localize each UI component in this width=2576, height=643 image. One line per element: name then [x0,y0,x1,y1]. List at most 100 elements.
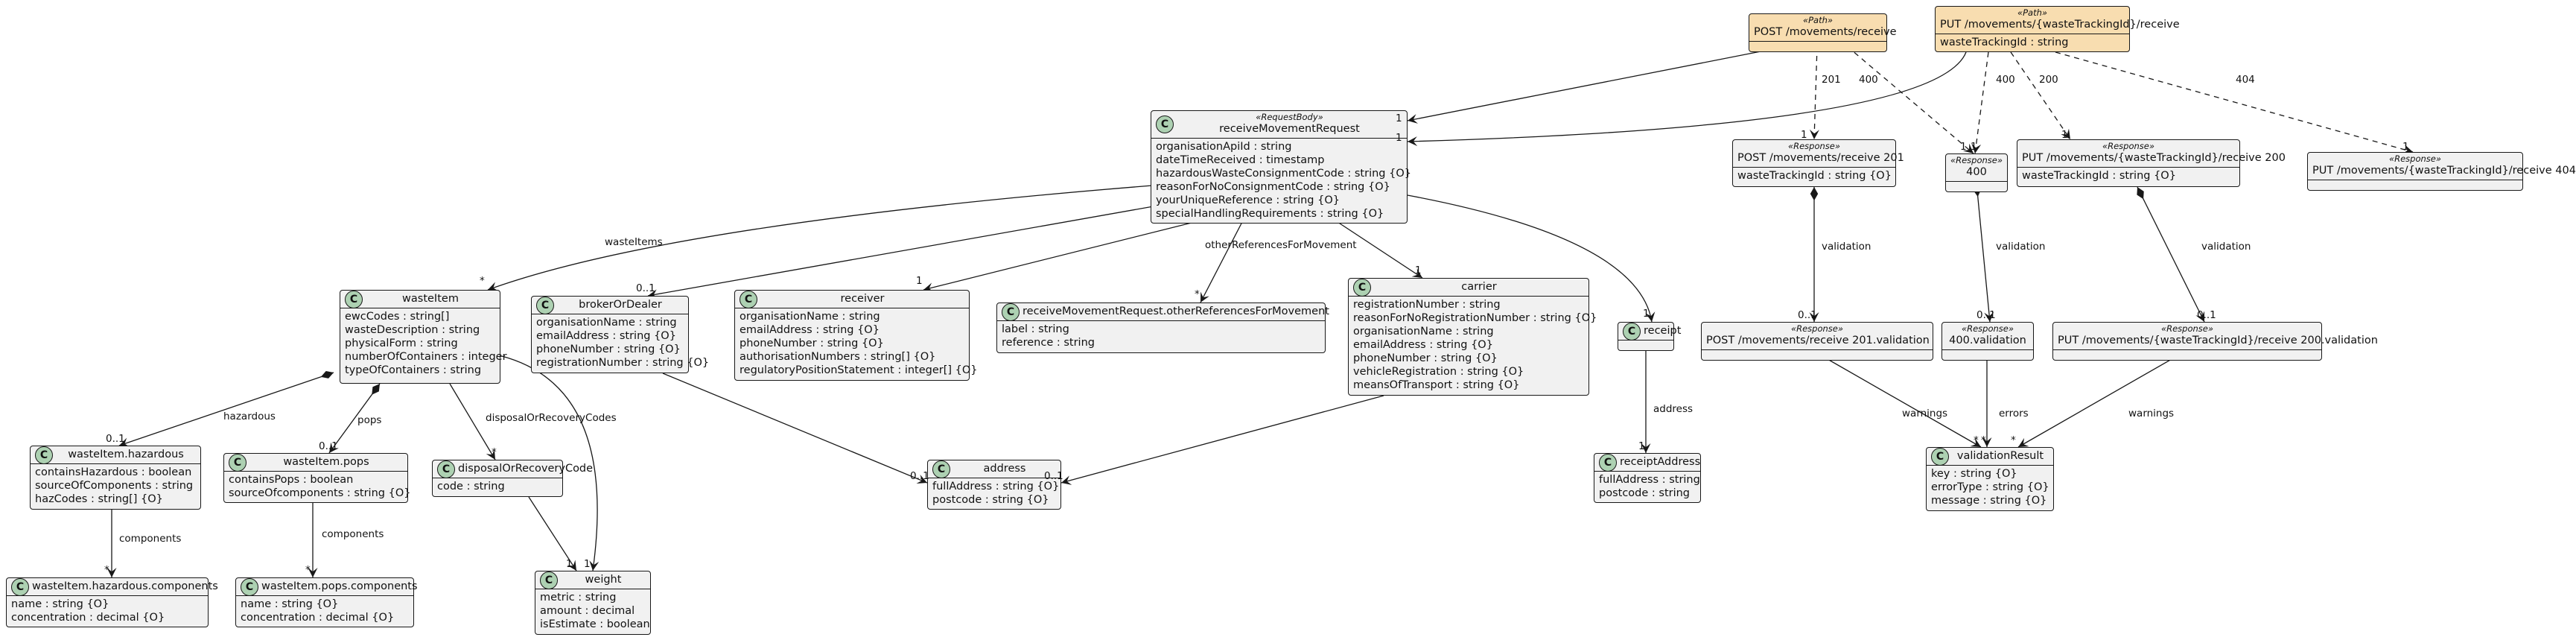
class-attribute: fullAddress : string [1599,474,1700,486]
edge-multiplicity: * [2011,434,2016,446]
class-attributes: fullAddress : string {O}postcode : strin… [928,478,1060,509]
class-attribute: hazCodes : string[] {O} [35,493,163,505]
class-name: wasteItem [402,293,459,305]
class-attributes [2053,349,2321,360]
class-name: receipt [1644,325,1682,337]
class-attribute: code : string [437,481,505,492]
edge-wasteitem-to-weight [501,355,600,571]
class-box-r400: «Response»400 [1945,153,2008,192]
class-attribute: regulatoryPositionStatement : integer[] … [740,364,978,376]
class-header: «Response»PUT /movements/{wasteTrackingI… [2017,140,2286,167]
class-name: wasteItem.pops.components [261,580,418,592]
edge-rmr-to-broker [647,204,1163,300]
class-attribute: phoneNumber : string {O} [1353,352,1498,364]
class-attribute: specialHandlingRequirements : string {O} [1156,208,1384,220]
edge-label: validation [2201,241,2251,253]
class-attribute: organisationName : string [1353,326,1494,338]
class-attribute: physicalForm : string [345,338,458,349]
class-header: «Path»POST /movements/receive [1749,14,1897,41]
edge-multiplicity: * [104,564,109,576]
class-attribute: organisationName : string [536,317,677,329]
class-attributes: ewcCodes : string[]wasteDescription : st… [340,308,507,379]
edge-multiplicity: 1 [1415,265,1422,276]
class-name: POST /movements/receive 201 [1737,152,1904,164]
edge-disposal-to-weight [528,496,577,571]
edge-label: 201 [1822,74,1841,86]
class-attribute: fullAddress : string {O} [932,481,1060,492]
edge-label: pops [357,414,382,426]
edge-label: components [119,533,182,545]
class-attribute: emailAddress : string {O} [536,330,676,342]
class-c-icon: C [345,290,363,308]
class-attribute: numberOfContainers : integer [345,351,507,363]
class-c-icon: C [241,577,258,596]
edge-label: 400 [1859,74,1878,86]
class-attribute: emailAddress : string {O} [740,324,880,336]
class-name: address [983,463,1026,475]
class-name: wasteItem.hazardous [68,449,184,460]
class-header: «Path»PUT /movements/{wasteTrackingId}/r… [1936,7,2180,34]
class-c-icon: C [932,460,950,478]
class-attribute: registrationNumber : string {O} [536,357,710,369]
class-c-icon: C [1623,322,1641,340]
class-header: C«RequestBody»receiveMovementRequest [1151,111,1407,138]
class-attribute: metric : string [540,592,617,604]
edge-multiplicity: 0..1 [319,440,338,452]
edge-multiplicity: 1 [1971,141,1977,153]
edge-label: warnings [2128,408,2175,419]
edge-multiplicity: 0..1 [106,433,125,445]
edge-multiplicity: 0..1 [1798,309,1817,321]
edge-multiplicity: 1 [1643,308,1650,320]
class-attribute: concentration : decimal {O} [11,612,165,624]
class-name: PUT /movements/{wasteTrackingId}/receive… [2022,152,2286,164]
edge-broker-to-address [662,373,928,484]
class-attribute: name : string {O} [11,598,109,610]
class-attribute: hazardousWasteConsignmentCode : string {… [1156,168,1411,180]
edge-carrier-to-address [1060,395,1384,485]
class-stereotype: «RequestBody» [1256,112,1323,122]
class-attributes: name : string {O}concentration : decimal… [236,595,413,627]
class-attribute: ewcCodes : string[] [345,311,450,323]
edge-multiplicity: 1 [1396,132,1402,144]
class-c-icon: C [540,571,558,589]
edge-rmr-to-carrier [1332,218,1423,279]
class-c-icon: C [1002,303,1020,321]
edge-multiplicity: 1 [1396,113,1402,124]
edge-multiplicity: 1 [1960,141,1967,153]
class-attributes: code : string [433,478,562,495]
class-header: «Response»PUT /movements/{wasteTrackingI… [2053,323,2378,349]
class-attribute: registrationNumber : string [1353,299,1501,311]
class-attributes: name : string {O} concentration : decimal… [7,595,208,627]
class-attribute: reasonForNoConsignmentCode : string {O} [1156,181,1390,193]
edge-rmr-to-wasteitem [487,184,1163,291]
edge-multiplicity: * [480,275,485,287]
class-attribute: sourceOfComponents : string [35,480,194,492]
class-attributes [1618,340,1673,350]
class-c-icon: C [1353,278,1371,297]
class-stereotype: «Path» [1803,15,1833,25]
class-c-icon: C [536,296,554,314]
class-name: wasteItem.pops [283,456,369,468]
class-header: «Response»400 [1946,154,2007,181]
class-attribute: containsPops : boolean [229,474,354,486]
class-attribute: emailAddress : string {O} [1353,339,1493,351]
edge-put200-to-put200val [2137,186,2205,323]
class-box-put404: «Response»PUT /movements/{wasteTrackingI… [2307,152,2576,191]
